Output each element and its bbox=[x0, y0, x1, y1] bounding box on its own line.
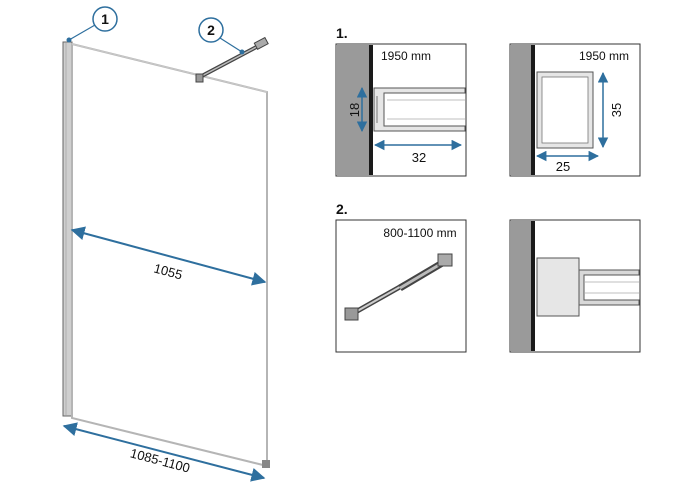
stabilizer-bar-detail bbox=[344, 253, 453, 321]
detail-1-right-dim-h: 35 bbox=[609, 103, 624, 117]
detail-2-left-length: 800-1100 mm bbox=[383, 226, 456, 240]
clamp-profile bbox=[536, 257, 580, 317]
bottom-foot bbox=[262, 460, 270, 468]
detail-1-left-dim-h: 18 bbox=[347, 103, 362, 117]
detail-1-right-height: 1950 mm bbox=[579, 49, 629, 63]
wall bbox=[511, 221, 531, 351]
stabilizer-bar bbox=[195, 36, 269, 83]
wall bbox=[511, 45, 531, 175]
section-2-label: 2. bbox=[336, 201, 348, 217]
detail-2-left: 800-1100 mm bbox=[335, 219, 467, 353]
callout-2-label: 2 bbox=[207, 22, 215, 38]
detail-1-right-dim-w: 25 bbox=[556, 159, 570, 174]
main-panel-view: 1 2 1055 1085-1100 bbox=[62, 6, 270, 482]
callout-1-label: 1 bbox=[101, 11, 109, 27]
panel-width-dimension: 1055 bbox=[70, 226, 267, 286]
wall-edge bbox=[369, 45, 373, 175]
total-width-label: 1085-1100 bbox=[129, 445, 192, 475]
detail-1-left-dim-w: 32 bbox=[412, 150, 426, 165]
callout-2: 2 bbox=[198, 17, 245, 55]
wall-edge bbox=[531, 45, 535, 175]
wall-profile bbox=[62, 41, 73, 417]
section-1-label: 1. bbox=[336, 25, 348, 41]
stabilizer-section bbox=[578, 269, 640, 306]
callout-1: 1 bbox=[66, 6, 118, 43]
detail-1-right: 1950 mm 35 25 bbox=[509, 43, 641, 177]
glass-panel bbox=[71, 42, 268, 468]
detail-1-left: 1950 mm 18 32 bbox=[335, 43, 467, 177]
detail-1-left-height: 1950 mm bbox=[381, 49, 431, 63]
u-profile bbox=[373, 87, 466, 132]
wall-edge bbox=[531, 221, 535, 351]
panel-width-label: 1055 bbox=[152, 261, 184, 283]
detail-2-right bbox=[509, 219, 641, 353]
